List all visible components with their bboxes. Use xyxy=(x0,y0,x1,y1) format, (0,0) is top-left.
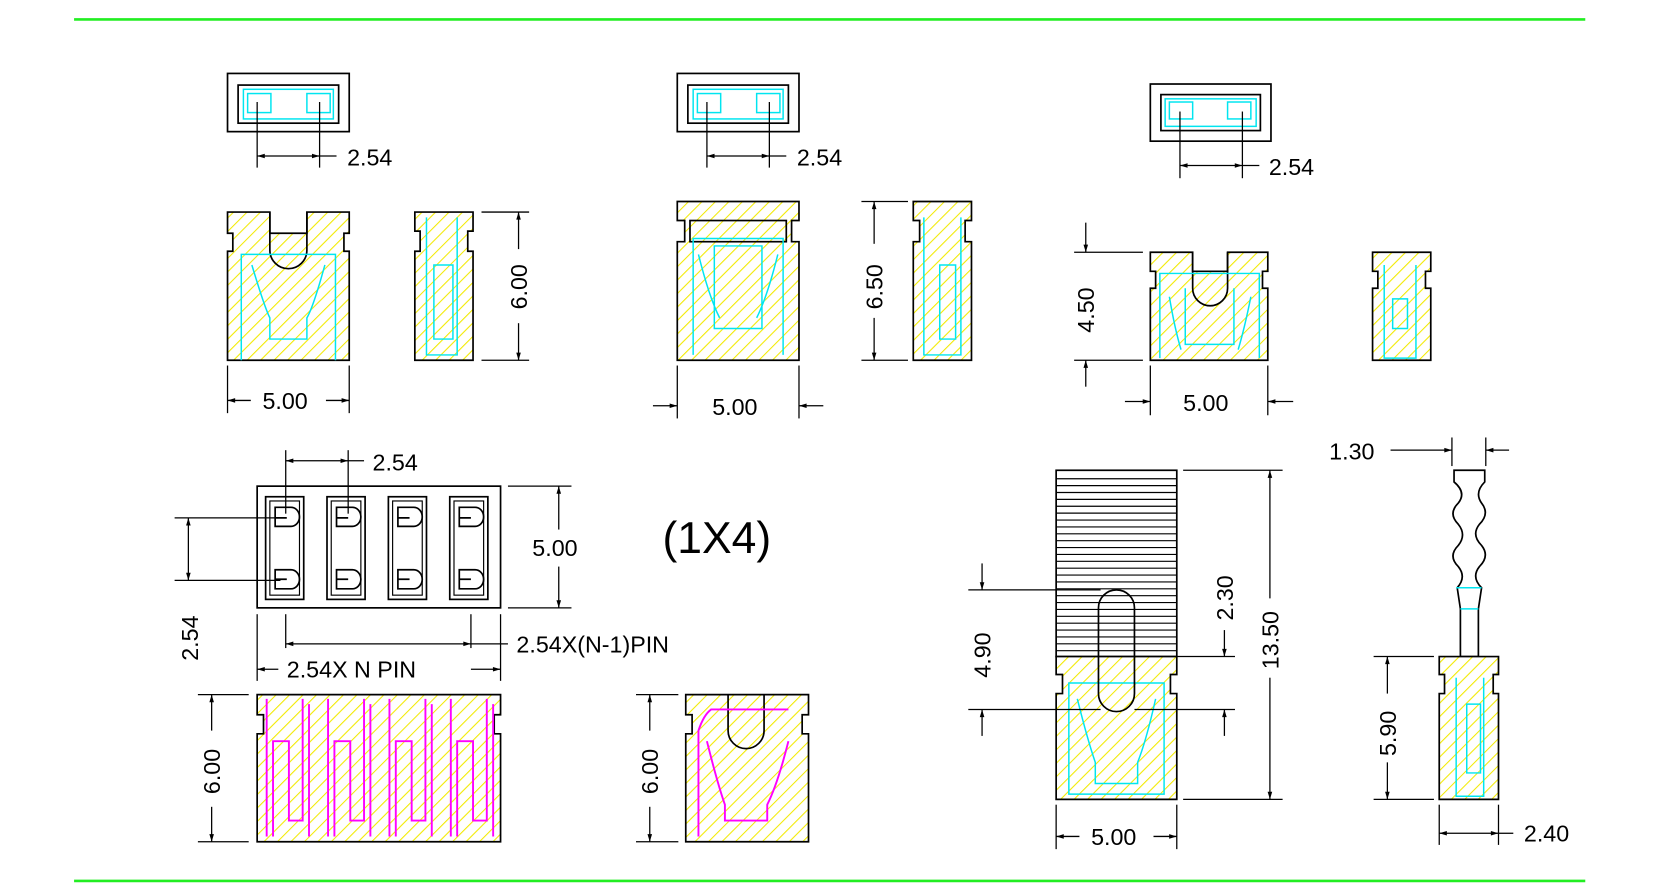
jumper-view-a: 2.54 6.00 5.00 xyxy=(226,72,532,414)
width-dimension: 5.00 xyxy=(226,365,350,414)
width-dimension: 5.00 xyxy=(1055,804,1178,850)
height-label: 6.50 xyxy=(862,264,888,309)
contact xyxy=(388,698,433,837)
single-pin-front-view: 6.00 xyxy=(636,693,810,843)
front-view xyxy=(226,211,351,362)
housing-width-dimension: 2.40 xyxy=(1438,804,1569,847)
height-dimension: 6.00 xyxy=(636,693,679,843)
total-dimension: 2.54X N PIN xyxy=(256,614,502,683)
row-pitch-label: 2.54 xyxy=(177,615,203,660)
pin-slot xyxy=(264,495,305,601)
pitch-dimension: 2.54 xyxy=(706,102,842,171)
contact xyxy=(449,698,495,837)
front-view xyxy=(1149,251,1269,362)
width-dimension: 5.00 xyxy=(1124,365,1294,416)
pin-width-dimension: 1.30 xyxy=(1329,437,1510,467)
pitch-label: 2.54 xyxy=(373,449,418,475)
side-view xyxy=(912,200,973,362)
top-view xyxy=(1149,83,1272,143)
contact xyxy=(265,698,310,837)
height-dimension: 4.50 xyxy=(1073,222,1143,387)
configuration-label: (1X4) xyxy=(662,514,771,563)
pitch-dimension: 2.54 xyxy=(1179,111,1314,180)
contact xyxy=(327,698,372,837)
row-pitch-dimension: 2.54 xyxy=(174,517,281,661)
width-label: 5.00 xyxy=(712,394,757,420)
pin-slots xyxy=(264,495,489,601)
tab-offset-label: 2.30 xyxy=(1212,575,1238,620)
top-view xyxy=(226,72,351,133)
pin-slot xyxy=(387,495,428,601)
pull-tab xyxy=(1097,589,1136,713)
width-label: 5.00 xyxy=(1183,390,1228,416)
height-label: 6.00 xyxy=(506,264,532,309)
pitch-label: 2.54 xyxy=(797,145,842,171)
height-label: 4.50 xyxy=(1073,287,1099,332)
height-label: 6.00 xyxy=(637,749,663,794)
pin-side-view: 1.30 5.90 2.40 xyxy=(1329,437,1569,847)
jumper-view-c: 2.54 4.50 5.00 xyxy=(1073,83,1432,416)
multi-pin-top-view: (1X4) 2.54 5.00 2.54 2.54X(N-1)PIN 2.54X… xyxy=(174,449,771,683)
housing-height-dimension: 5.90 xyxy=(1373,655,1434,801)
grip-ribs xyxy=(1056,478,1177,652)
pitch-dimension: 2.54 xyxy=(256,102,392,171)
tab-drop-dimension: 4.90 xyxy=(968,563,1101,736)
height-dimension: 5.00 xyxy=(507,485,578,609)
width-label: 5.00 xyxy=(1091,824,1136,850)
height-label: 5.00 xyxy=(532,535,577,561)
multi-pin-front-view: 6.00 xyxy=(197,693,502,843)
tab-offset-dimension: 2.30 xyxy=(1134,575,1238,736)
span-label: 2.54X(N-1)PIN xyxy=(516,631,669,657)
magenta-contacts xyxy=(265,698,495,837)
pull-tab-jumper-view: 13.50 2.30 4.90 5.00 xyxy=(968,469,1283,850)
height-label: 6.00 xyxy=(199,749,225,794)
tab-drop-label: 4.90 xyxy=(970,632,996,677)
side-view xyxy=(413,211,474,362)
height-dimension: 6.00 xyxy=(197,693,249,843)
housing-height-label: 5.90 xyxy=(1375,711,1401,756)
span-dimension: 2.54X(N-1)PIN xyxy=(285,614,669,657)
height-dimension: 6.00 xyxy=(481,211,532,361)
pin-slot xyxy=(326,495,366,601)
pin-slot xyxy=(448,495,489,601)
height-dimension: 6.50 xyxy=(861,200,908,361)
jumper-view-b: 2.54 6.50 5.00 xyxy=(652,72,973,420)
pitch-label: 2.54 xyxy=(347,145,392,171)
pitch-dimension: 2.54 xyxy=(285,449,418,514)
front-view xyxy=(676,200,800,362)
pin-width-label: 1.30 xyxy=(1329,439,1374,465)
width-dimension: 5.00 xyxy=(652,365,824,420)
side-view xyxy=(1371,251,1432,362)
total-height-dimension: 13.50 xyxy=(1183,469,1283,801)
total-label: 2.54X N PIN xyxy=(287,657,416,683)
width-label: 5.00 xyxy=(262,388,307,414)
pitch-label: 2.54 xyxy=(1269,154,1314,180)
housing-width-label: 2.40 xyxy=(1524,821,1569,847)
total-height-label: 13.50 xyxy=(1257,611,1283,669)
top-view xyxy=(676,72,800,133)
